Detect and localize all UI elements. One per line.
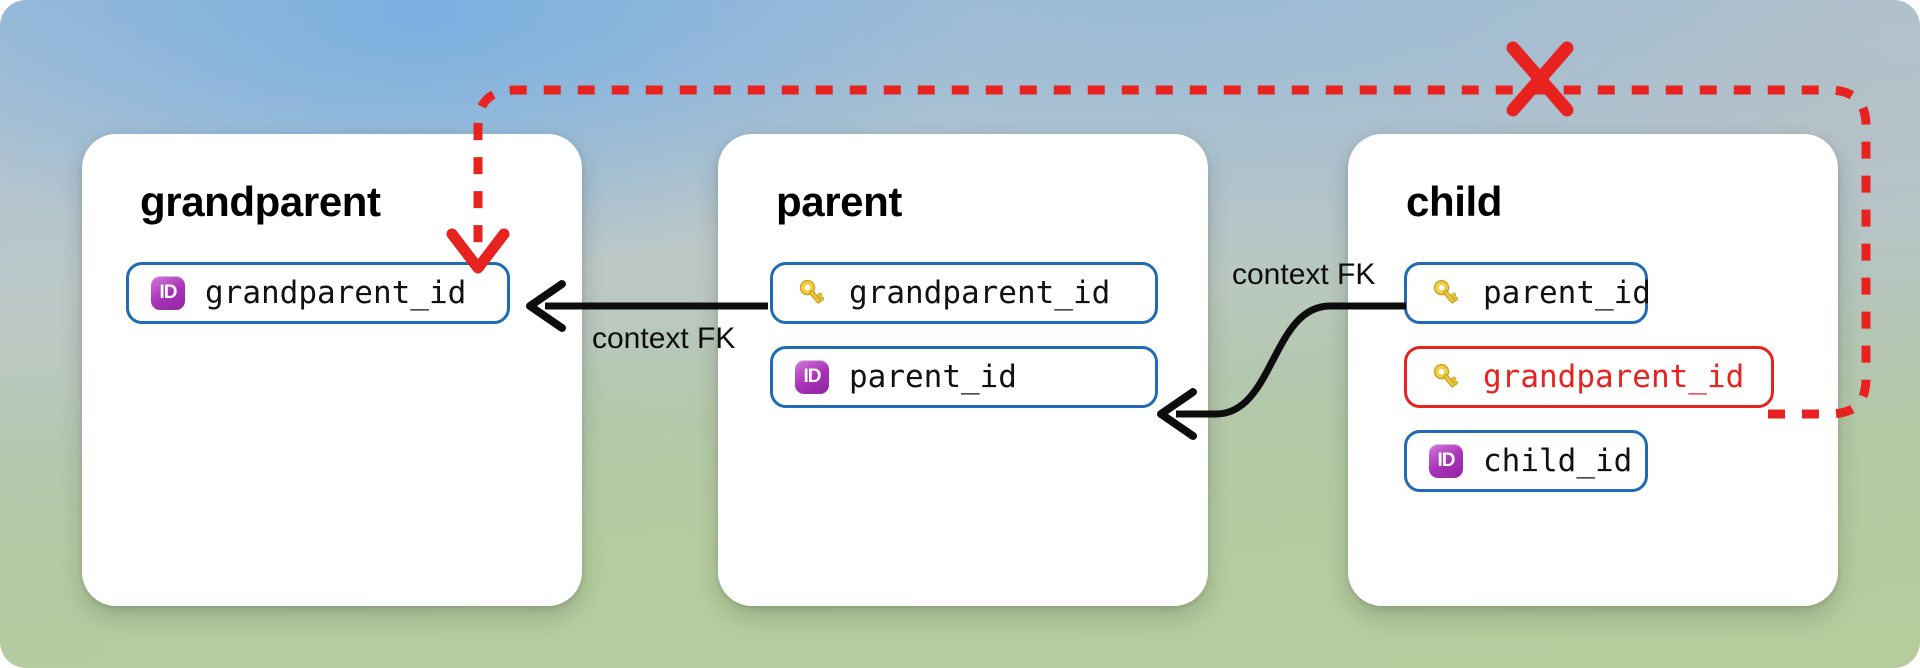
key-icon [795, 276, 829, 310]
table-field-row[interactable]: ID parent_id [770, 346, 1158, 408]
field-label: grandparent_id [1483, 359, 1745, 395]
table-card-grandparent: grandparent ID grandparent_id [82, 134, 582, 606]
connector-label-context-fk-parent: context FK [592, 322, 736, 355]
id-badge-icon: ID [1429, 444, 1463, 478]
table-field-row[interactable]: parent_id [1404, 262, 1651, 324]
id-badge-icon: ID [795, 360, 829, 394]
table-field-row[interactable]: ID child_id [1404, 430, 1648, 492]
key-icon [1429, 360, 1463, 394]
field-list: parent_id grandparent_id [1348, 262, 1838, 514]
invalid-cross-icon [1506, 41, 1574, 117]
connector-label-context-fk-child: context FK [1232, 258, 1376, 291]
table-field-row[interactable]: grandparent_id [770, 262, 1158, 324]
key-icon [1429, 276, 1463, 310]
field-label: parent_id [849, 359, 1017, 395]
field-label: grandparent_id [849, 275, 1111, 311]
table-card-child: child parent_id [1348, 134, 1838, 606]
table-card-parent: parent grandparent_id [718, 134, 1208, 606]
table-title: parent [776, 178, 902, 225]
field-list: ID grandparent_id [82, 262, 582, 346]
field-list: grandparent_id ID parent_id [718, 262, 1208, 430]
field-label: grandparent_id [205, 275, 467, 311]
field-label: child_id [1483, 443, 1633, 479]
id-badge-icon: ID [151, 276, 185, 310]
field-label: parent_id [1483, 275, 1651, 311]
table-title: child [1406, 178, 1503, 225]
table-field-row-invalid[interactable]: grandparent_id [1404, 346, 1774, 408]
table-title: grandparent [140, 178, 381, 225]
table-field-row[interactable]: ID grandparent_id [126, 262, 510, 324]
